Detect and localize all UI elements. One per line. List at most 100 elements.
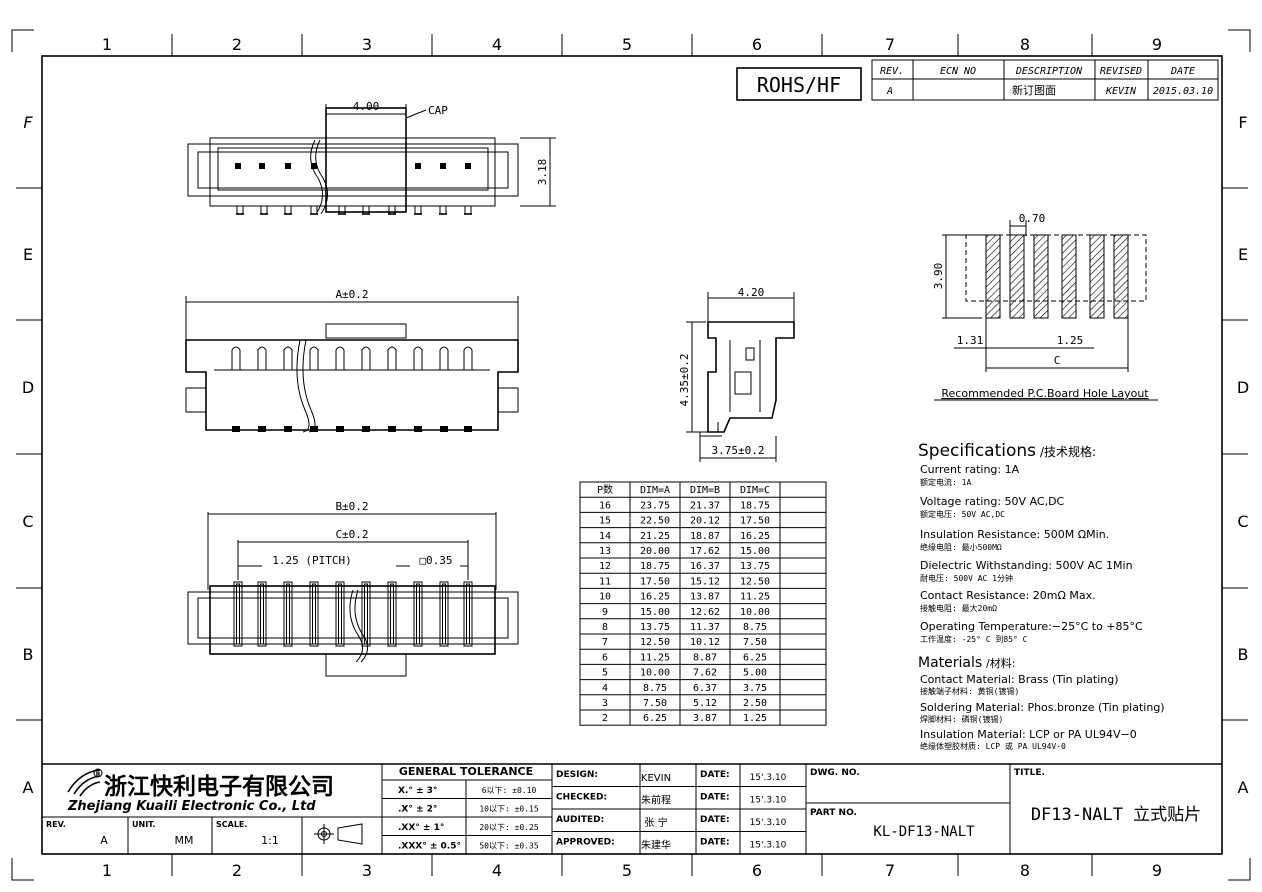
revised-header: REVISED bbox=[1100, 66, 1142, 77]
dim-table-cell: 8.75 bbox=[643, 683, 667, 694]
side-height-dim: 4.35±0.2 bbox=[678, 354, 691, 407]
dim-table-header: DIM=A bbox=[640, 485, 670, 496]
dim-table-cell: 3.87 bbox=[693, 713, 717, 724]
pcb-pitch-dim: 1.25 bbox=[1057, 334, 1084, 347]
dim-table-cell: 15.12 bbox=[690, 576, 720, 587]
row-label: D bbox=[1237, 378, 1249, 397]
materials-heading-cn: /材料: bbox=[986, 656, 1015, 670]
dim-table-cell: 17.62 bbox=[690, 546, 720, 557]
rev-value-tb: A bbox=[100, 834, 108, 847]
side-top-dim: 4.20 bbox=[738, 286, 765, 299]
dim-table-cell: 13.75 bbox=[740, 561, 770, 572]
dim-table-cell: 12.62 bbox=[690, 607, 720, 618]
front-view: A±0.2 bbox=[185, 288, 519, 433]
signoff-name: 张 宁 bbox=[644, 816, 667, 829]
pin-square bbox=[440, 163, 446, 169]
row-label: A bbox=[1238, 778, 1249, 797]
pad-width-dim: 0.70 bbox=[1019, 212, 1046, 225]
bottom-pin bbox=[233, 581, 243, 647]
bottom-pin bbox=[335, 581, 345, 647]
column-label: 2 bbox=[232, 35, 242, 54]
column-label: 4 bbox=[492, 35, 502, 54]
column-label: 7 bbox=[885, 861, 895, 880]
solder-pad bbox=[336, 426, 344, 432]
tolerance-linear: 6以下: ±0.10 bbox=[482, 786, 537, 795]
scale-label: SCALE. bbox=[216, 820, 247, 829]
bottom-pin bbox=[309, 581, 319, 647]
pcb-pad bbox=[1009, 234, 1025, 319]
pin-lead bbox=[236, 206, 244, 215]
dim-table-cell: 7 bbox=[602, 637, 608, 648]
dim-table-cell: 20.00 bbox=[640, 546, 670, 557]
signoff-role: AUDITED: bbox=[556, 815, 604, 825]
material-line-cn: 焊脚材料: 磷铜(镀锡) bbox=[920, 714, 1003, 724]
unit-value: MM bbox=[175, 834, 194, 847]
solder-pad bbox=[388, 426, 396, 432]
dim-table-header: DIM=C bbox=[740, 485, 770, 496]
tolerance-angle: .X° ± 2° bbox=[398, 805, 437, 815]
pcb-c-dim: C bbox=[1054, 354, 1061, 367]
row-label: C bbox=[22, 512, 33, 531]
pin-lead bbox=[388, 206, 396, 215]
dim-table-cell: 16.25 bbox=[640, 592, 670, 603]
date-header: DATE bbox=[1170, 66, 1195, 77]
tolerance-heading: GENERAL TOLERANCE bbox=[399, 765, 533, 778]
dim-table-cell: 7.50 bbox=[743, 637, 767, 648]
spec-line-cn: 接触电阻: 最大20mΩ bbox=[920, 603, 997, 613]
dim-table-cell: 10.00 bbox=[740, 607, 770, 618]
top-view: 4.00 CAP 3.18 bbox=[187, 100, 556, 215]
signoff-name: KEVIN bbox=[641, 773, 671, 784]
pin-lead bbox=[439, 206, 447, 215]
pin-lead bbox=[362, 206, 370, 215]
contact-pin bbox=[387, 346, 397, 370]
signoff-role: DESIGN: bbox=[556, 770, 598, 780]
contact-pin bbox=[231, 346, 241, 370]
column-label: 7 bbox=[885, 35, 895, 54]
column-label: 6 bbox=[752, 35, 762, 54]
dim-table-cell: 6.25 bbox=[643, 713, 667, 724]
solder-pad bbox=[414, 426, 422, 432]
pin-lead bbox=[338, 206, 346, 215]
bottom-pin bbox=[361, 581, 371, 647]
column-label: 1 bbox=[102, 35, 112, 54]
signoff-role: CHECKED: bbox=[556, 793, 607, 803]
title-block: R 浙江快利电子有限公司 Zhejiang Kuaili Electronic … bbox=[42, 763, 1222, 854]
signoff-name: 朱前程 bbox=[641, 794, 671, 807]
company-logo-icon: R bbox=[67, 768, 103, 797]
material-line-cn: 接触端子材料: 黄铜(镀锡) bbox=[920, 686, 1019, 696]
column-label: 3 bbox=[362, 861, 372, 880]
pcb-height-dim: 3.90 bbox=[932, 263, 945, 290]
svg-text:R: R bbox=[96, 771, 101, 778]
front-width-dim: A±0.2 bbox=[335, 288, 368, 301]
pcb-pad bbox=[985, 234, 1001, 319]
spec-line: Dielectric Withstanding: 500V AC 1Min bbox=[920, 559, 1133, 572]
side-bottom-dim: 3.75±0.2 bbox=[712, 444, 765, 457]
dim-table-cell: 18.75 bbox=[740, 500, 770, 511]
bottom-pin bbox=[283, 581, 293, 647]
c-dim: C±0.2 bbox=[335, 528, 368, 541]
column-label: 9 bbox=[1152, 35, 1162, 54]
column-label: 8 bbox=[1020, 35, 1030, 54]
scale-value: 1:1 bbox=[261, 834, 279, 847]
dim-table-cell: 8 bbox=[602, 622, 608, 633]
dim-table-cell: 10.00 bbox=[640, 668, 670, 679]
top-height-dim: 3.18 bbox=[536, 159, 549, 186]
projection-symbol-icon bbox=[314, 823, 363, 845]
dim-table-cell: 11 bbox=[599, 576, 611, 587]
dim-table-cell: 7.62 bbox=[693, 668, 717, 679]
solder-pad bbox=[464, 426, 472, 432]
dim-table-cell: 18.87 bbox=[690, 531, 720, 542]
pin-square bbox=[415, 163, 421, 169]
pin-lead bbox=[464, 206, 472, 215]
dim-table-cell: 16.25 bbox=[740, 531, 770, 542]
column-label: 6 bbox=[752, 861, 762, 880]
contact-pin bbox=[413, 346, 423, 370]
signoff-date: 15'.3.10 bbox=[750, 841, 787, 851]
solder-pad bbox=[440, 426, 448, 432]
dim-table-cell: 20.12 bbox=[690, 516, 720, 527]
contact-pin bbox=[439, 346, 449, 370]
rev-value: A bbox=[886, 86, 893, 97]
dim-table-cell: 12 bbox=[599, 561, 611, 572]
signoff-date: 15'.3.10 bbox=[750, 818, 787, 828]
